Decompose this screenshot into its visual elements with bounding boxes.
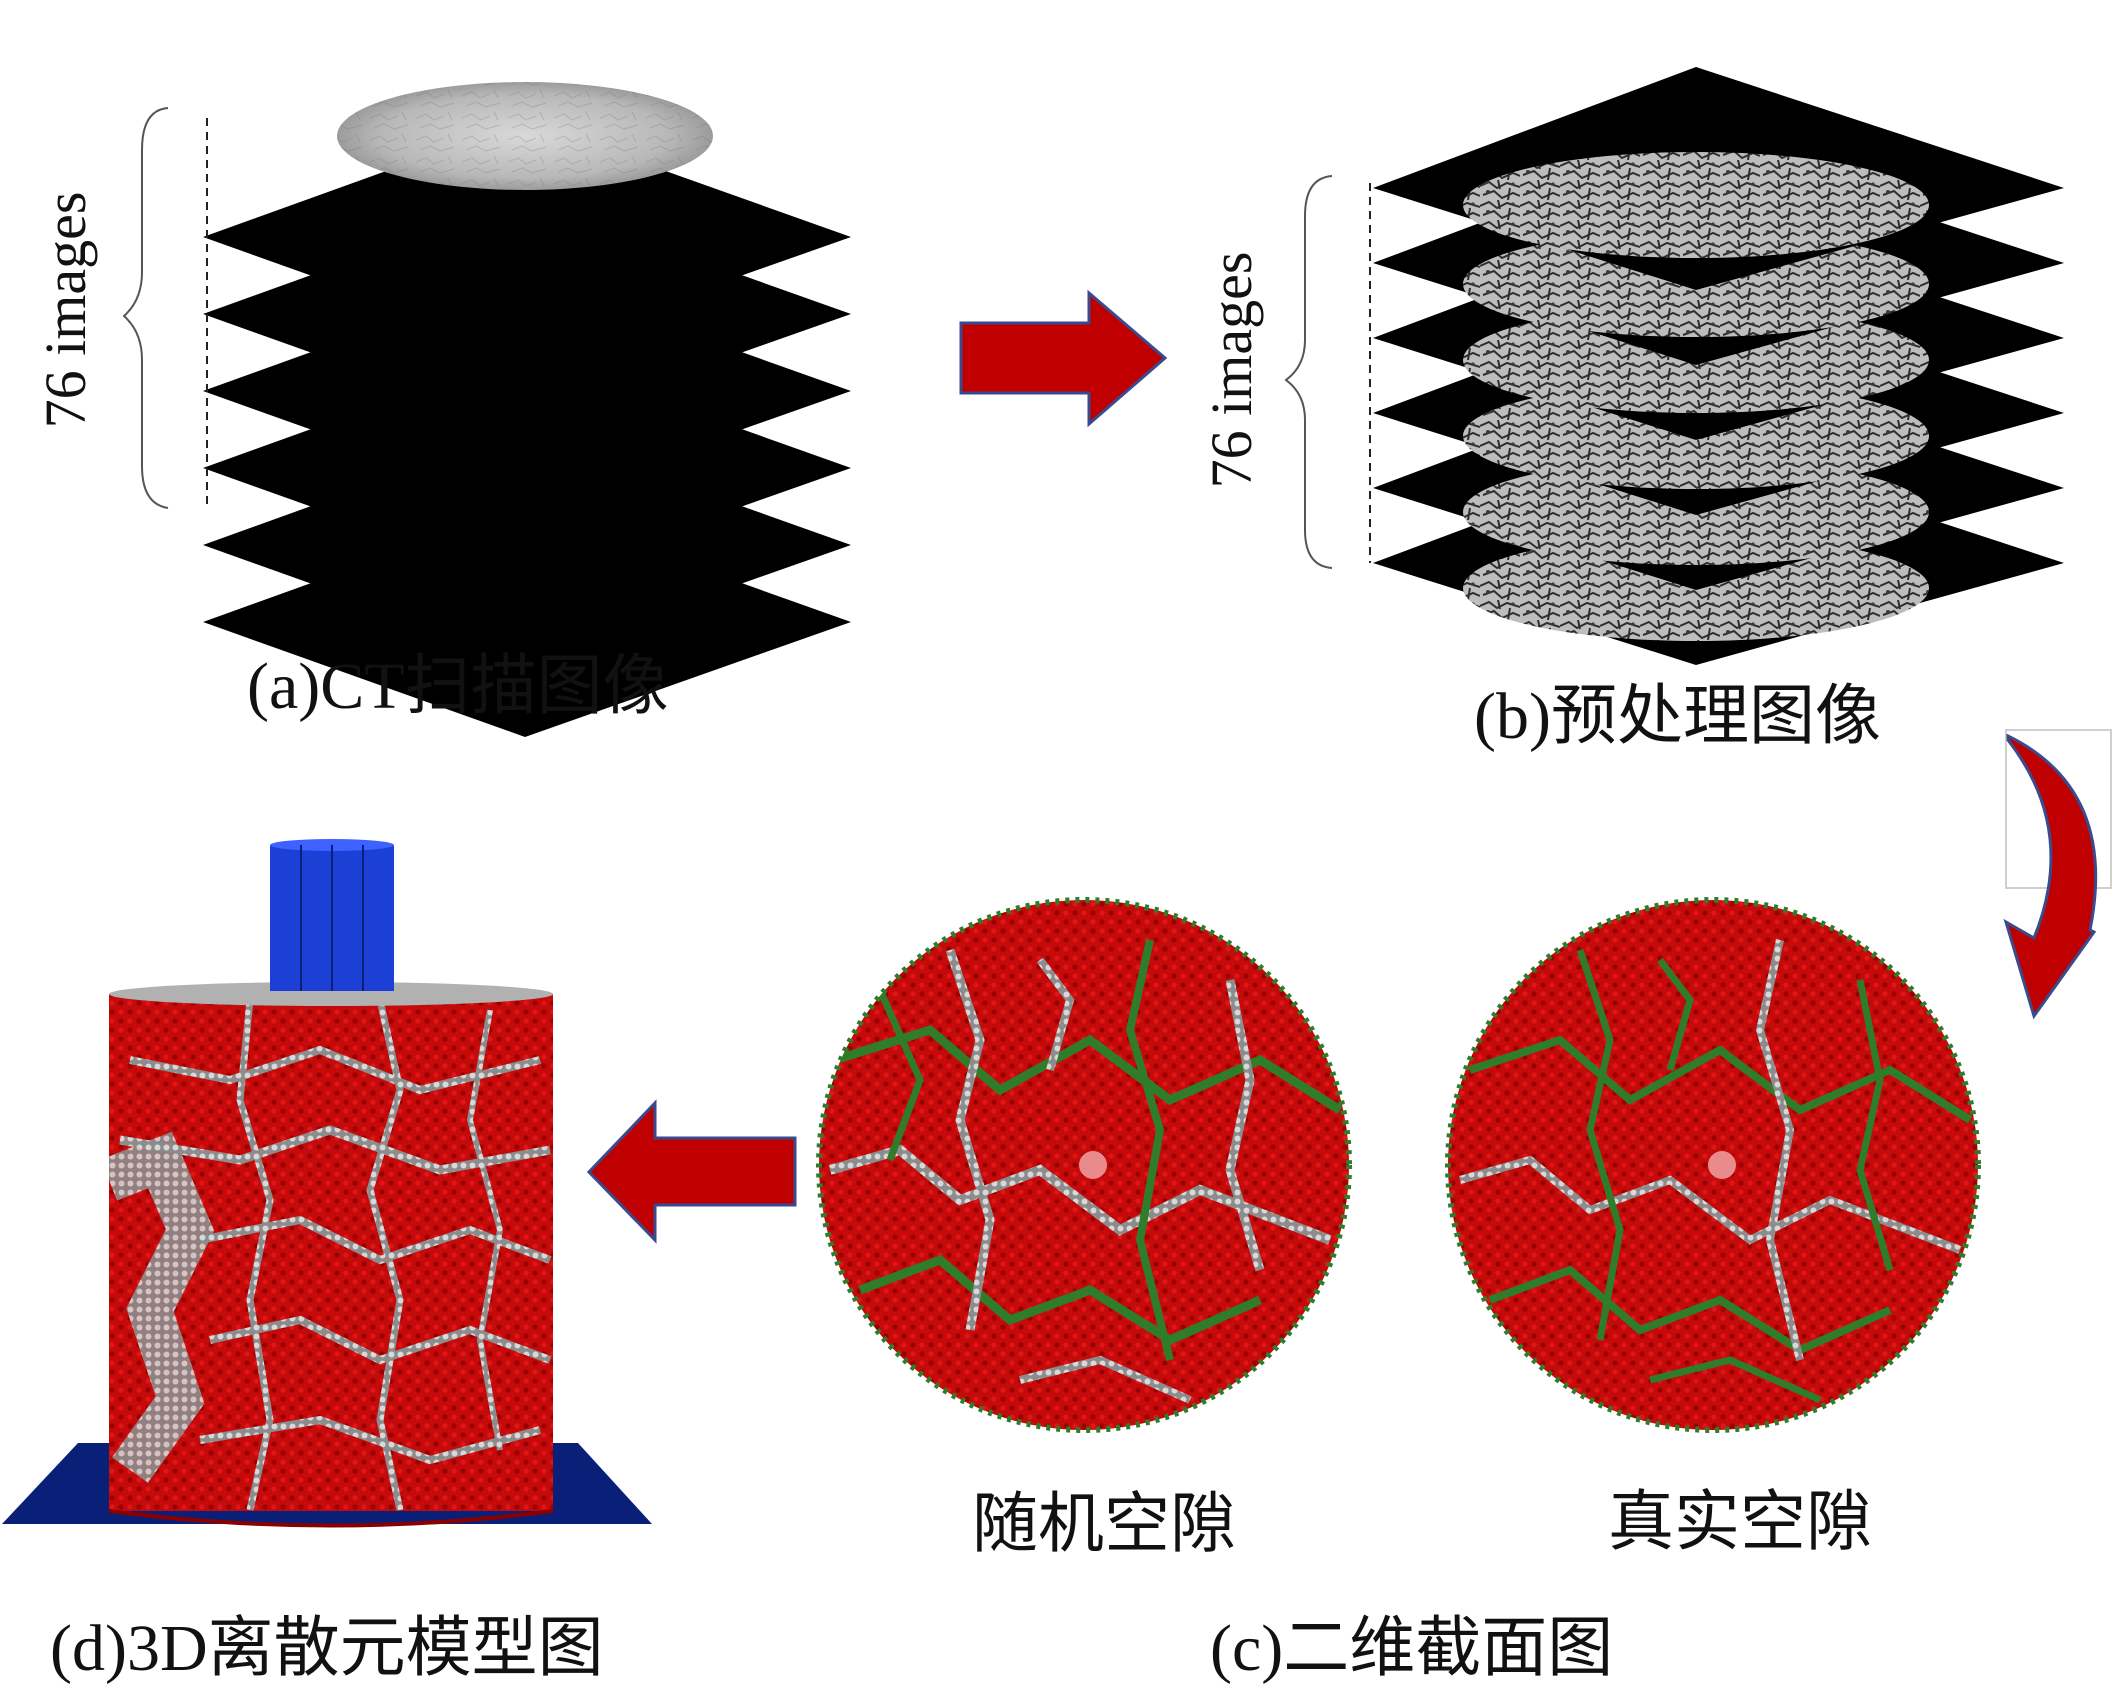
panel-a-caption: (a)CT扫描图像 <box>247 650 669 723</box>
preprocessed-slice <box>1373 67 2064 290</box>
stack-count-label: 76 images <box>33 192 98 429</box>
ct-image-stack: 76 images <box>33 82 851 737</box>
stack-count-label: 76 images <box>1199 252 1264 489</box>
loading-plate <box>270 839 394 991</box>
section-real-voids <box>1445 897 1981 1433</box>
panel-d-caption: (d)3D离散元模型图 <box>50 1612 604 1685</box>
ct-slice <box>203 82 851 352</box>
section-random-voids <box>816 897 1352 1433</box>
preprocessed-image-stack: 76 images <box>1199 67 2064 665</box>
panel-b-caption: (b)预处理图像 <box>1474 680 1881 753</box>
curly-brace <box>122 107 169 509</box>
real-voids-label: 真实空隙 <box>1608 1486 1872 1559</box>
specimen-cylinder <box>108 982 554 1528</box>
dem-3d-model <box>2 839 652 1528</box>
arrow-left <box>586 1099 797 1244</box>
arrow-right <box>959 289 1168 428</box>
curved-arrow-down <box>2003 733 2098 1020</box>
panel-c-caption: (c)二维截面图 <box>1210 1612 1613 1685</box>
curly-brace <box>1284 175 1333 569</box>
random-voids-label: 随机空隙 <box>972 1488 1236 1561</box>
